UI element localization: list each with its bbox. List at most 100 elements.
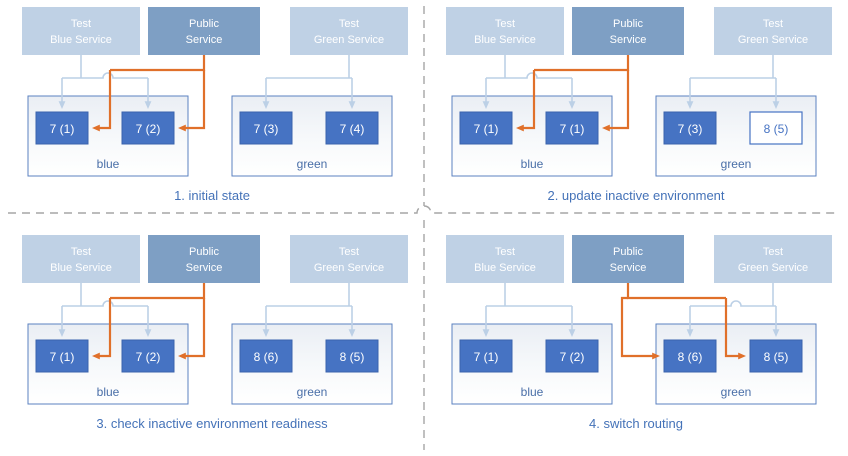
- public-arrow-node1: [91, 70, 112, 132]
- test-green-service-line1: Test: [763, 246, 783, 258]
- node-green-2[interactable]: 8 (5): [749, 339, 803, 373]
- public-bus: [110, 283, 206, 300]
- node-rect[interactable]: [459, 339, 513, 373]
- node-label: 7 (1): [50, 350, 75, 364]
- public-service-line2: Service: [610, 262, 647, 274]
- node-rect[interactable]: [121, 339, 175, 373]
- test-blue-service-rect[interactable]: [446, 7, 564, 55]
- public-service-rect[interactable]: [148, 7, 260, 55]
- node-blue-1[interactable]: 7 (1): [35, 339, 89, 373]
- test-green-service-rect[interactable]: [290, 7, 408, 55]
- node-rect[interactable]: [325, 339, 379, 373]
- node-label: 8 (5): [764, 122, 789, 136]
- public-arrow-node1: [620, 296, 661, 360]
- public-service-line1: Public: [613, 18, 643, 30]
- node-label: 8 (6): [254, 350, 279, 364]
- node-rect[interactable]: [239, 339, 293, 373]
- node-rect[interactable]: [459, 111, 513, 145]
- test-blue-service-line1: Test: [71, 18, 91, 30]
- test-blue-service-rect[interactable]: [22, 235, 140, 283]
- test-green-service-rect[interactable]: [290, 235, 408, 283]
- test-bus: [690, 300, 776, 307]
- public-arrow-node1: [91, 298, 112, 360]
- node-label: 7 (1): [50, 122, 75, 136]
- public-bus: [534, 55, 630, 72]
- node-label: 8 (5): [764, 350, 789, 364]
- public-routing: [91, 283, 206, 360]
- node-label: 7 (1): [474, 350, 499, 364]
- public-service-line1: Public: [189, 246, 219, 258]
- test-bus: [486, 72, 572, 79]
- node-green-1[interactable]: 8 (6): [239, 339, 293, 373]
- test-green-service-rect[interactable]: [714, 7, 832, 55]
- public-bus: [110, 55, 206, 72]
- panel-4-caption: 4. switch routing: [589, 416, 683, 431]
- node-label: 7 (2): [136, 122, 161, 136]
- public-service-rect[interactable]: [572, 7, 684, 55]
- node-blue-2[interactable]: 7 (2): [121, 339, 175, 373]
- node-rect[interactable]: [663, 111, 717, 145]
- test-green-service-line2: Green Service: [314, 34, 384, 46]
- test-connector: [482, 283, 576, 338]
- environment-blue-label: blue: [97, 157, 120, 171]
- public-service-rect[interactable]: [572, 235, 684, 283]
- node-blue-1[interactable]: 7 (1): [35, 111, 89, 145]
- node-rect[interactable]: [749, 111, 803, 145]
- node-green-1[interactable]: 7 (3): [663, 111, 717, 145]
- node-rect[interactable]: [749, 339, 803, 373]
- test-green-service-line1: Test: [339, 246, 359, 258]
- node-green-2[interactable]: 7 (4): [325, 111, 379, 145]
- panel-2-caption: 2. update inactive environment: [547, 188, 724, 203]
- node-blue-2[interactable]: 7 (2): [121, 111, 175, 145]
- node-label: 8 (5): [340, 350, 365, 364]
- node-green-2[interactable]: 8 (5): [325, 339, 379, 373]
- node-rect[interactable]: [239, 111, 293, 145]
- node-rect[interactable]: [325, 111, 379, 145]
- node-blue-2[interactable]: 7 (1): [545, 111, 599, 145]
- node-blue-1[interactable]: 7 (1): [459, 339, 513, 373]
- node-rect[interactable]: [545, 111, 599, 145]
- test-green-service-line2: Green Service: [314, 262, 384, 274]
- node-green-2[interactable]: 8 (5): [749, 111, 803, 145]
- node-green-1[interactable]: 7 (3): [239, 111, 293, 145]
- test-blue-service-rect[interactable]: [446, 235, 564, 283]
- node-green-1[interactable]: 8 (6): [663, 339, 717, 373]
- node-rect[interactable]: [35, 339, 89, 373]
- node-label: 7 (1): [560, 122, 585, 136]
- test-blue-service-line1: Test: [495, 18, 515, 30]
- node-label: 7 (2): [560, 350, 585, 364]
- test-green-service-rect[interactable]: [714, 235, 832, 283]
- node-blue-2[interactable]: 7 (2): [545, 339, 599, 373]
- node-rect[interactable]: [35, 111, 89, 145]
- test-connector: [686, 283, 780, 338]
- node-blue-1[interactable]: 7 (1): [459, 111, 513, 145]
- public-service-rect[interactable]: [148, 235, 260, 283]
- environment-blue-label: blue: [97, 385, 120, 399]
- test-blue-service-rect[interactable]: [22, 7, 140, 55]
- test-connector: [686, 55, 780, 110]
- test-blue-service-line2: Blue Service: [474, 262, 536, 274]
- node-rect[interactable]: [121, 111, 175, 145]
- test-bus: [62, 300, 148, 307]
- node-rect[interactable]: [545, 339, 599, 373]
- environment-green-label: green: [721, 385, 752, 399]
- public-service-line1: Public: [613, 246, 643, 258]
- node-rect[interactable]: [663, 339, 717, 373]
